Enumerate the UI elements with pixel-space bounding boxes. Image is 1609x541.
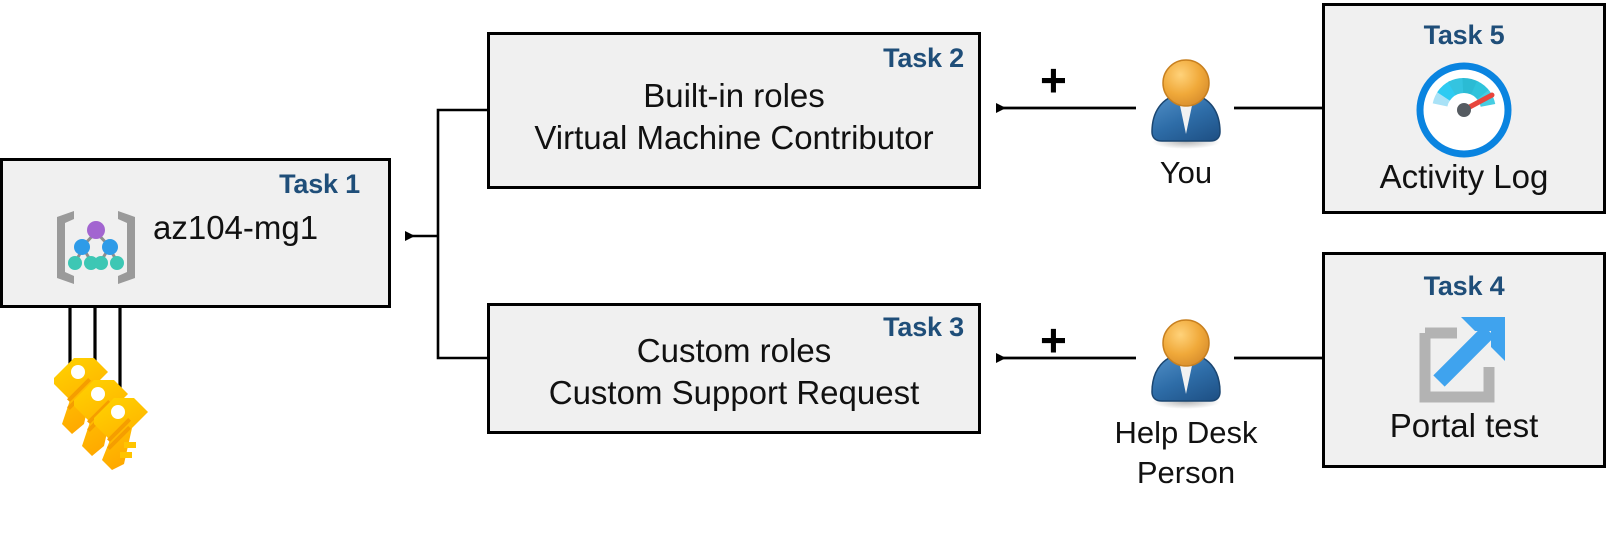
task3-line2: Custom Support Request <box>548 374 920 412</box>
person-help-desk-caption-line2: Person <box>1136 454 1236 490</box>
person-you-caption: You <box>1159 155 1213 190</box>
task1-title: az104-mg1 <box>153 209 319 246</box>
task5-box[interactable]: Task 5 Activity Log <box>1322 3 1606 214</box>
task2-label: Task 2 <box>883 43 964 73</box>
plus-sign-helpdesk: + <box>1040 314 1067 366</box>
task4-box[interactable]: Task 4 Portal test <box>1322 252 1606 468</box>
keys-icon <box>36 338 156 470</box>
user-icon <box>1151 59 1221 149</box>
connector-roles-to-management-group <box>405 108 487 360</box>
task3-box[interactable]: Task 3 Custom roles Custom Support Reque… <box>487 303 981 434</box>
task3-line1: Custom roles <box>636 332 832 369</box>
plus-sign-you: + <box>1040 54 1067 106</box>
task5-label: Task 5 <box>1423 20 1505 50</box>
task2-line2: Virtual Machine Contributor <box>534 119 934 157</box>
person-help-desk[interactable]: Help Desk Person <box>1115 316 1258 492</box>
key-3 <box>94 398 148 470</box>
user-icon <box>1151 319 1221 409</box>
task2-line1: Built-in roles <box>643 77 825 114</box>
task4-caption: Portal test <box>1389 407 1539 444</box>
management-group-icon <box>48 206 144 288</box>
task1-label: Task 1 <box>279 169 360 199</box>
task5-caption: Activity Log <box>1379 158 1549 195</box>
task3-label: Task 3 <box>883 312 964 342</box>
external-link-icon <box>1417 311 1511 405</box>
task4-label: Task 4 <box>1423 271 1505 301</box>
person-you[interactable]: You <box>1138 56 1234 192</box>
person-help-desk-caption-line1: Help Desk <box>1114 415 1258 450</box>
task2-box[interactable]: Task 2 Built-in roles Virtual Machine Co… <box>487 32 981 189</box>
activity-gauge-icon <box>1416 62 1512 158</box>
task1-box[interactable]: Task 1 <box>0 158 391 308</box>
